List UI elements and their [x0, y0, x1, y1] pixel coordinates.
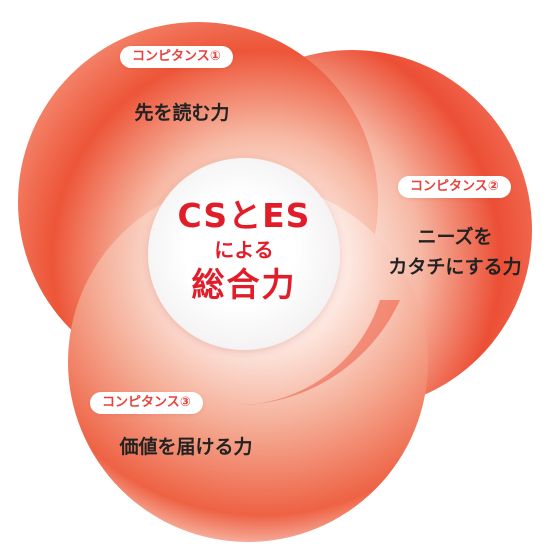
center-line-2: による [214, 238, 274, 262]
center-line-3: 総合力 [191, 265, 297, 304]
center-disc [148, 158, 340, 350]
competency-1-badge: コンピタンス① [120, 46, 233, 68]
competency-3-label-line: 価値を届ける力 [119, 436, 253, 458]
competency-2-label: ニーズを カタチにする力 [370, 222, 540, 282]
competency-3-label: 価値を届ける力 [96, 432, 276, 462]
petal-overlap-swirl [240, 300, 400, 405]
competency-3-badge: コンピタンス③ [90, 392, 203, 414]
center-title: CSとES による 総合力 [172, 196, 316, 306]
center-line-1: CSとES [177, 196, 311, 235]
competency-2-label-line-2: カタチにする力 [388, 256, 522, 278]
competency-1-label: 先を読む力 [112, 98, 252, 128]
competency-1-label-line: 先を読む力 [134, 102, 230, 124]
competency-2-badge: コンピタンス② [398, 176, 511, 198]
competency-2-label-line-1: ニーズを [417, 226, 493, 248]
